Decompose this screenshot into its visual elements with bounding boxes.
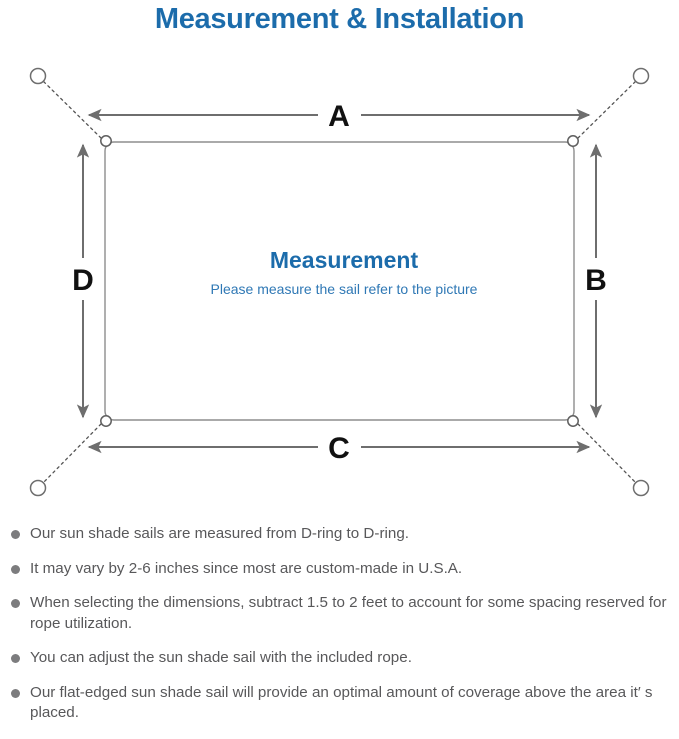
rope-bottom-right — [577, 423, 638, 485]
list-item-text: Our sun shade sails are measured from D-… — [30, 525, 409, 542]
sail-outline — [104, 141, 575, 421]
list-item: When selecting the dimensions, subtract … — [0, 593, 679, 634]
anchor-point-top-left — [29, 67, 47, 85]
rope-top-left — [41, 79, 102, 139]
list-item-text: Our flat-edged sun shade sail will provi… — [30, 683, 653, 722]
list-item-text: It may vary by 2-6 inches since most are… — [30, 559, 463, 577]
d-ring-top-left — [100, 135, 112, 147]
list-item: Our flat-edged sun shade sail will provi… — [0, 683, 679, 724]
dimension-label-d: D — [72, 264, 94, 297]
page-title: Measurement & Installation — [154, 3, 525, 35]
dimension-label-b: B — [585, 264, 607, 297]
d-ring-bottom-right — [567, 415, 579, 427]
d-ring-bottom-left — [100, 415, 112, 427]
bullet-icon — [11, 564, 20, 574]
bullet-icon — [11, 688, 20, 698]
diagram-center-heading: Measurement — [270, 247, 419, 273]
diagram-svg: A C D B Measurement Please measure the s… — [29, 67, 650, 497]
dimension-label-a: A — [328, 100, 350, 133]
rope-bottom-left — [41, 423, 102, 485]
rope-top-right — [577, 79, 638, 139]
measurement-diagram: A C D B Measurement Please measure the s… — [0, 46, 679, 516]
list-item: It may vary by 2-6 inches since most are… — [0, 559, 679, 580]
bullet-icon — [11, 599, 20, 608]
list-item-text: You can adjust the sun shade sail with t… — [30, 649, 412, 666]
anchor-point-bottom-right — [632, 479, 650, 497]
diagram-center-subheading: Please measure the sail refer to the pic… — [211, 281, 478, 297]
notes-list: Our sun shade sails are measured from D-… — [0, 524, 679, 738]
bullet-icon — [11, 654, 20, 663]
list-item-text: When selecting the dimensions, subtract … — [30, 594, 667, 632]
anchor-point-top-right — [632, 67, 650, 85]
anchor-point-bottom-left — [29, 479, 47, 497]
d-ring-top-right — [567, 135, 579, 147]
list-item: You can adjust the sun shade sail with t… — [0, 648, 679, 669]
bullet-icon — [11, 530, 20, 539]
dimension-label-c: C — [328, 432, 350, 465]
list-item: Our sun shade sails are measured from D-… — [0, 524, 679, 545]
